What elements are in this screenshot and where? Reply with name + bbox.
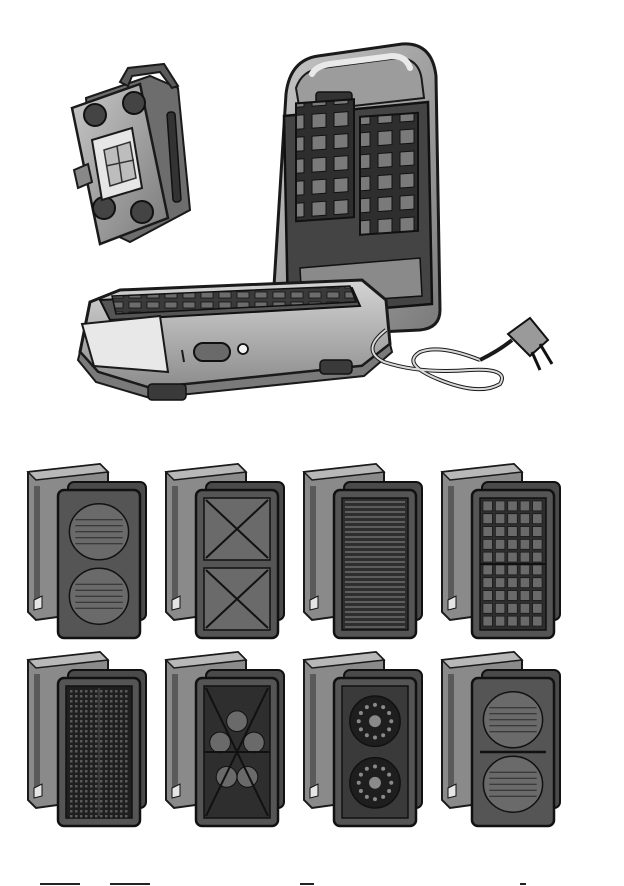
panini-oval-plate-icon [434, 648, 574, 838]
plate-set-triangle-sandwich [158, 460, 298, 650]
appliance-illustration [0, 0, 624, 430]
waffle-maker-icon [0, 0, 624, 430]
plate-sets-grid [0, 440, 624, 870]
oval-sandwich-plate-icon [20, 460, 160, 650]
grill-plate-icon [296, 460, 436, 650]
plug-icon [508, 318, 552, 370]
plate-set-thin-waffle [20, 648, 160, 838]
triangle-sandwich-plate-icon [158, 460, 298, 650]
base [78, 280, 392, 400]
heart-waffle-plate-icon [158, 648, 298, 838]
plate-set-square-waffle [434, 460, 574, 650]
plate-set-heart-waffle [158, 648, 298, 838]
square-waffle-plate-icon [434, 460, 574, 650]
power-switch-icon [194, 343, 230, 361]
plate-set-panini-oval [434, 648, 574, 838]
indicator-light-icon [238, 344, 248, 354]
plate-set-round-waffle [296, 648, 436, 838]
plate-set-grill [296, 460, 436, 650]
plate-storage-icon [72, 64, 190, 244]
page-footer-marks [0, 872, 624, 886]
plate-set-oval-sandwich [20, 460, 160, 650]
round-waffle-plate-icon [296, 648, 436, 838]
thin-waffle-plate-icon [20, 648, 160, 838]
